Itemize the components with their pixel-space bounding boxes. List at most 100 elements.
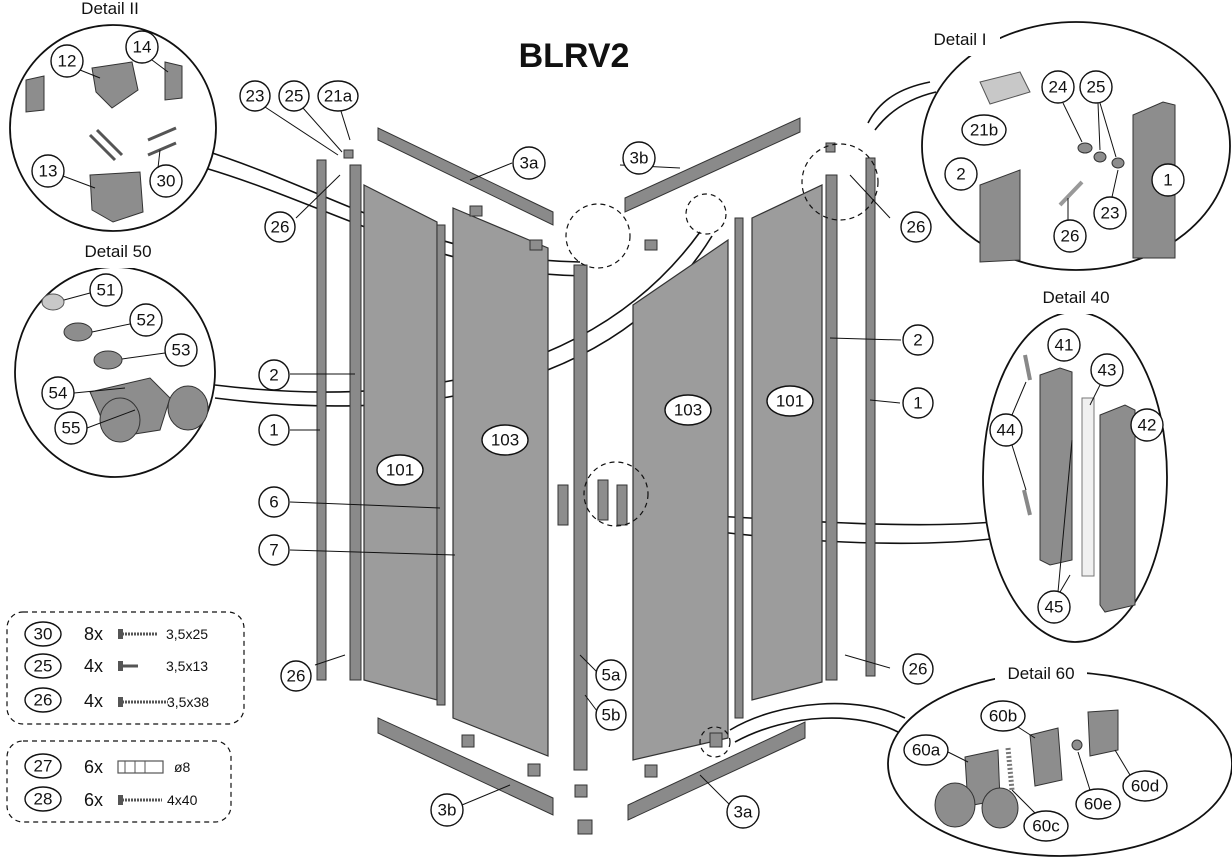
main-hardware bbox=[343, 142, 836, 835]
d50-callout-54: 54 bbox=[41, 376, 75, 410]
svg-text:1: 1 bbox=[1163, 171, 1172, 190]
d40-callout-41: 41 bbox=[1047, 328, 1081, 362]
wall-profile-1-right bbox=[865, 157, 876, 677]
svg-text:25: 25 bbox=[34, 657, 53, 676]
callout-103-right: 103 bbox=[664, 394, 712, 426]
d1-callout-21b: 21b bbox=[961, 114, 1007, 146]
callout-2-left: 2 bbox=[258, 359, 290, 391]
main-callouts: 23 25 21a 26 3a 3b 26 2 1 101 103 6 7 10… bbox=[239, 80, 934, 829]
svg-text:5a: 5a bbox=[602, 666, 621, 685]
d40-callout-42: 42 bbox=[1130, 408, 1164, 442]
svg-text:3b: 3b bbox=[630, 149, 649, 168]
svg-text:3b: 3b bbox=[438, 801, 457, 820]
detail-40-marker bbox=[583, 461, 649, 527]
callout-26-top-left: 26 bbox=[264, 211, 296, 243]
screw-icon bbox=[118, 697, 168, 707]
detail-i-marker bbox=[801, 143, 879, 221]
hardware-row-27: 27 6x ø8 bbox=[24, 753, 191, 779]
hardware-box-2: 27 6x ø8 28 6x 4x40 bbox=[6, 740, 232, 823]
hardware-row-28: 28 6x 4x40 bbox=[24, 786, 198, 812]
callout-26-bottom-right: 26 bbox=[902, 653, 934, 685]
glass-panel-101-right bbox=[751, 184, 823, 701]
d1-callout-2: 2 bbox=[944, 157, 978, 191]
callout-21a: 21a bbox=[317, 80, 359, 112]
d60-callout-60d: 60d bbox=[1122, 770, 1168, 802]
screw-icon bbox=[118, 629, 158, 639]
corner-profile-5 bbox=[573, 264, 588, 771]
d1-callout-24: 24 bbox=[1041, 70, 1075, 104]
d60-callout-60b: 60b bbox=[980, 700, 1026, 732]
callout-6: 6 bbox=[258, 486, 290, 518]
svg-text:21a: 21a bbox=[324, 87, 353, 106]
hardware-row-25: 25 4x 3,5x13 bbox=[24, 653, 208, 679]
svg-text:6x: 6x bbox=[84, 757, 103, 777]
svg-text:5b: 5b bbox=[602, 706, 621, 725]
strip-43-icon bbox=[1081, 397, 1095, 577]
profile-2-right bbox=[825, 174, 838, 681]
svg-text:4x40: 4x40 bbox=[167, 792, 198, 808]
svg-text:24: 24 bbox=[1049, 78, 1068, 97]
glass-panel-103-left bbox=[452, 207, 549, 757]
callout-1-right: 1 bbox=[902, 387, 934, 419]
callout-3a-top: 3a bbox=[512, 146, 546, 180]
svg-text:28: 28 bbox=[34, 790, 53, 809]
callout-25: 25 bbox=[278, 80, 310, 112]
top-corner-piece-12-icon bbox=[91, 61, 139, 109]
svg-text:21b: 21b bbox=[970, 121, 998, 140]
cap-right-14-icon bbox=[164, 61, 183, 101]
d1-callout-23: 23 bbox=[1093, 196, 1127, 230]
svg-text:60d: 60d bbox=[1131, 777, 1159, 796]
callout-23: 23 bbox=[239, 80, 271, 112]
hardware-row-26: 26 4x 3,5x38 bbox=[24, 687, 209, 713]
svg-text:4x: 4x bbox=[84, 656, 103, 676]
svg-text:1: 1 bbox=[913, 394, 922, 413]
d40-callout-44: 44 bbox=[989, 413, 1023, 447]
svg-text:12: 12 bbox=[58, 52, 77, 71]
main-leaders bbox=[264, 106, 902, 806]
rail-3a-bottom bbox=[627, 721, 806, 821]
detail-i-title: Detail I bbox=[934, 30, 987, 49]
holder-60b-icon bbox=[1029, 727, 1063, 787]
svg-text:51: 51 bbox=[97, 281, 116, 300]
short-screw-icon bbox=[118, 661, 138, 671]
d40-callout-43: 43 bbox=[1090, 353, 1124, 387]
svg-text:23: 23 bbox=[246, 87, 265, 106]
svg-text:2: 2 bbox=[913, 331, 922, 350]
svg-text:103: 103 bbox=[491, 431, 519, 450]
detail-ii-marker bbox=[565, 203, 631, 269]
svg-text:45: 45 bbox=[1045, 598, 1064, 617]
d60-callout-60c: 60c bbox=[1023, 810, 1069, 842]
bottom-corner-piece-13-icon bbox=[89, 171, 144, 223]
rail-3b-top bbox=[624, 117, 801, 213]
svg-text:13: 13 bbox=[39, 162, 58, 181]
svg-text:25: 25 bbox=[285, 87, 304, 106]
d50-callout-53: 53 bbox=[164, 333, 198, 367]
profile-2-icon bbox=[979, 169, 1021, 263]
callout-26-top-right: 26 bbox=[900, 211, 932, 243]
callout-2-right: 2 bbox=[902, 324, 934, 356]
rail-3b-bottom bbox=[377, 717, 554, 816]
svg-text:103: 103 bbox=[674, 401, 702, 420]
svg-text:55: 55 bbox=[62, 419, 81, 438]
svg-text:2: 2 bbox=[956, 165, 965, 184]
callout-5b: 5b bbox=[595, 699, 627, 731]
detail-50-marker bbox=[685, 193, 727, 235]
wall-plug-icon bbox=[117, 760, 164, 774]
svg-text:4x: 4x bbox=[84, 691, 103, 711]
svg-text:26: 26 bbox=[287, 667, 306, 686]
d2-callout-14: 14 bbox=[125, 30, 159, 64]
wall-profile-1-left bbox=[316, 159, 327, 681]
glass-panel-103-right bbox=[632, 238, 729, 761]
cap-left-icon bbox=[25, 75, 45, 113]
svg-text:2: 2 bbox=[269, 366, 278, 385]
svg-text:54: 54 bbox=[49, 384, 68, 403]
d2-callout-13: 13 bbox=[31, 154, 65, 188]
profile-2-left bbox=[349, 164, 362, 681]
svg-text:6x: 6x bbox=[84, 790, 103, 810]
profile-6 bbox=[436, 224, 446, 706]
svg-text:3a: 3a bbox=[734, 803, 753, 822]
svg-text:52: 52 bbox=[137, 311, 156, 330]
svg-text:60a: 60a bbox=[912, 741, 941, 760]
screw-icon bbox=[118, 795, 162, 805]
